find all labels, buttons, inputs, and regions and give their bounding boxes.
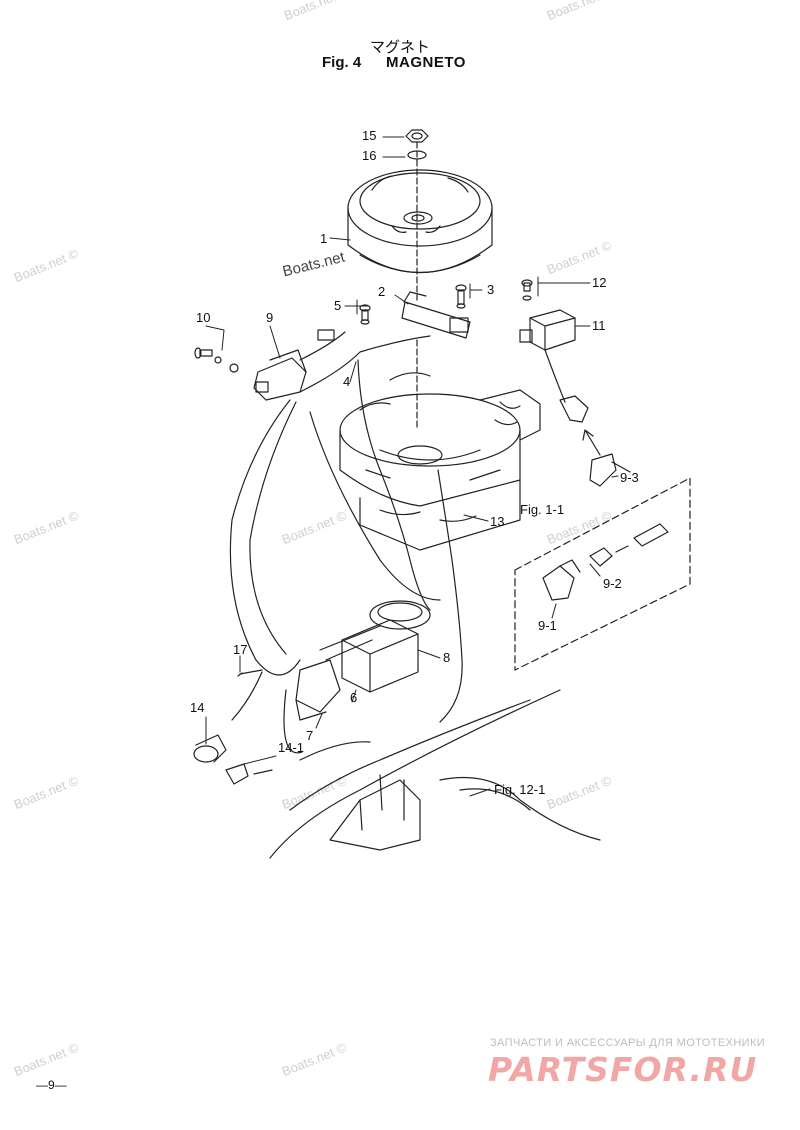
part-label: 16 bbox=[362, 148, 377, 163]
part-label: 3 bbox=[487, 282, 495, 297]
engine-block bbox=[339, 372, 541, 551]
page-number: —9— bbox=[36, 1078, 67, 1092]
inset-box bbox=[514, 477, 691, 671]
part-label: 2 bbox=[378, 284, 386, 299]
high-tension-lead bbox=[544, 349, 566, 403]
stop-switch bbox=[193, 734, 227, 763]
wire-harness bbox=[231, 671, 263, 721]
wire-harness bbox=[309, 411, 441, 601]
wire-harness bbox=[229, 399, 301, 676]
wire-harness bbox=[249, 401, 297, 655]
part-label: 15 bbox=[362, 128, 377, 143]
flywheel bbox=[347, 169, 493, 274]
brand-logo: PARTSFOR.RU bbox=[488, 1050, 758, 1089]
part-label: 1 bbox=[320, 231, 328, 246]
wire-harness bbox=[357, 359, 431, 611]
part-label: 4 bbox=[343, 374, 351, 389]
part-label: 5 bbox=[334, 298, 342, 313]
figure-ref: Fig. 1-1 bbox=[520, 502, 565, 517]
part-label: 14-1 bbox=[278, 740, 305, 755]
screw bbox=[359, 304, 371, 325]
plug-cap bbox=[559, 395, 589, 423]
part-label: 17 bbox=[233, 642, 248, 657]
switch-lock-plate bbox=[225, 763, 273, 785]
figure-title: MAGNETO bbox=[386, 54, 466, 71]
pulser-coil bbox=[401, 291, 471, 339]
plug-cap-part bbox=[542, 559, 581, 601]
part-label: 8 bbox=[443, 650, 451, 665]
part-label: 14 bbox=[190, 700, 205, 715]
wire bbox=[299, 335, 431, 393]
screw bbox=[521, 279, 533, 301]
plug-cap-part bbox=[589, 453, 631, 487]
connector bbox=[317, 329, 335, 341]
arrow bbox=[582, 429, 601, 456]
part-label: 7 bbox=[306, 728, 314, 743]
part-label: 11 bbox=[592, 318, 606, 333]
cdi-unit bbox=[319, 600, 431, 693]
figure-number: Fig. 4 bbox=[322, 54, 362, 71]
figure-ref: Fig. 12-1 bbox=[494, 782, 546, 797]
leader-lines bbox=[205, 136, 619, 797]
terminal-part bbox=[589, 545, 629, 567]
wire-harness bbox=[283, 689, 303, 754]
part-label: 9-1 bbox=[538, 618, 557, 633]
bracket bbox=[295, 659, 341, 721]
part-label: 9-2 bbox=[603, 576, 622, 591]
bottom-cowl bbox=[269, 689, 601, 859]
screw bbox=[455, 284, 467, 309]
part-label: 10 bbox=[196, 310, 211, 325]
flywheel-nut bbox=[405, 129, 429, 143]
title-japanese: マグネト bbox=[369, 38, 430, 56]
brand-tagline: ЗАПЧАСТИ И АКСЕССУАРЫ ДЛЯ МОТОТЕХНИКИ bbox=[490, 1037, 766, 1049]
screw bbox=[237, 669, 263, 677]
wire bbox=[437, 469, 463, 723]
wire bbox=[299, 331, 346, 361]
terminal-part bbox=[633, 523, 669, 547]
ignition-coil bbox=[519, 309, 576, 351]
part-label: 13 bbox=[490, 514, 505, 529]
screw bbox=[194, 347, 239, 373]
part-label: 12 bbox=[592, 275, 607, 290]
part-label: 9-3 bbox=[620, 470, 639, 485]
part-label: 9 bbox=[266, 310, 274, 325]
part-label: 6 bbox=[350, 690, 358, 705]
